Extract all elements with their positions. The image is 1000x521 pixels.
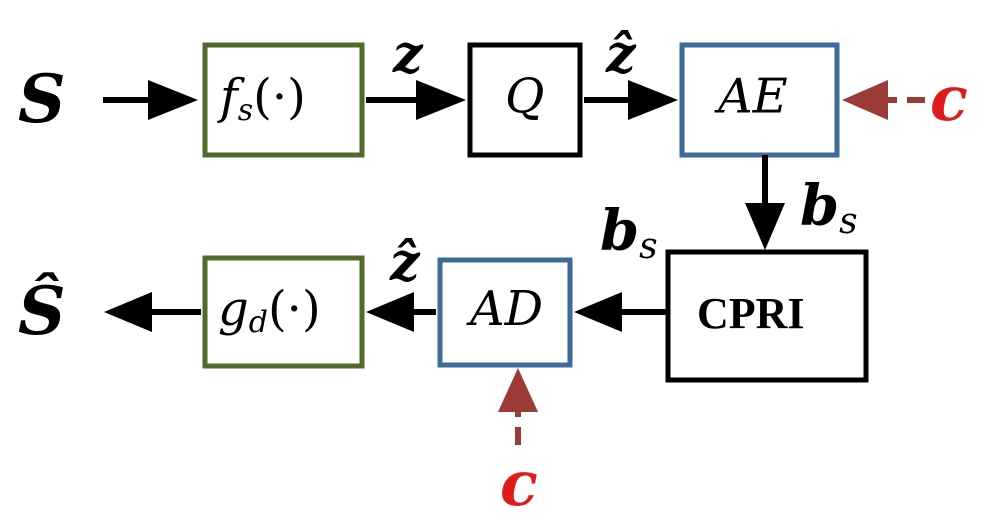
encoder-function-subscript: s: [238, 93, 253, 128]
svg-text:gd(·): gd(·): [218, 281, 321, 341]
input-signal-label: S: [18, 60, 66, 138]
decoder-box: gd(·): [202, 255, 365, 369]
z-hat-bottom-label: ẑ: [389, 232, 421, 293]
z-label: z: [392, 24, 424, 85]
quantizer-label: Q: [505, 69, 544, 125]
bitstream-label-left: bs: [600, 198, 658, 267]
context-top-label: c: [930, 62, 968, 135]
decoder-function-subscript: d: [249, 305, 268, 340]
arrow-decoder-to-output: [104, 292, 201, 332]
context-arrow-bottom: [498, 368, 538, 445]
svg-text:AD: AD: [466, 281, 543, 337]
arithmetic-encoder-label: AE: [714, 69, 788, 125]
output-signal-label: Ŝ: [18, 272, 66, 350]
quantizer-box: Q: [467, 42, 583, 158]
cpri-box: CPRI: [665, 249, 869, 383]
arithmetic-encoder-box: AE: [679, 42, 840, 158]
z-hat-top-label: ẑ: [605, 24, 637, 85]
svg-text:fs(·): fs(·): [217, 69, 306, 129]
arrow-ad-to-decoder: [366, 292, 436, 332]
decoder-function-arg: (·): [268, 281, 321, 337]
arrow-quantizer-to-ae: [584, 80, 678, 120]
encoder-box: fs(·): [202, 42, 365, 158]
arrow-cpri-to-ad: [574, 292, 666, 332]
arrow-ae-to-cpri: [745, 155, 785, 250]
arrow-input-to-encoder: [103, 80, 198, 120]
cpri-label: CPRI: [697, 289, 805, 338]
arrow-encoder-to-quantizer: [366, 80, 466, 120]
context-arrow-top: [842, 80, 925, 120]
decoder-function-name: g: [218, 281, 249, 337]
encoder-function-arg: (·): [253, 69, 306, 125]
context-bottom-label: c: [500, 447, 538, 520]
arithmetic-decoder-label: AD: [466, 281, 543, 337]
bitstream-label-right: bs: [800, 173, 858, 242]
arithmetic-decoder-box: AD: [437, 257, 573, 368]
